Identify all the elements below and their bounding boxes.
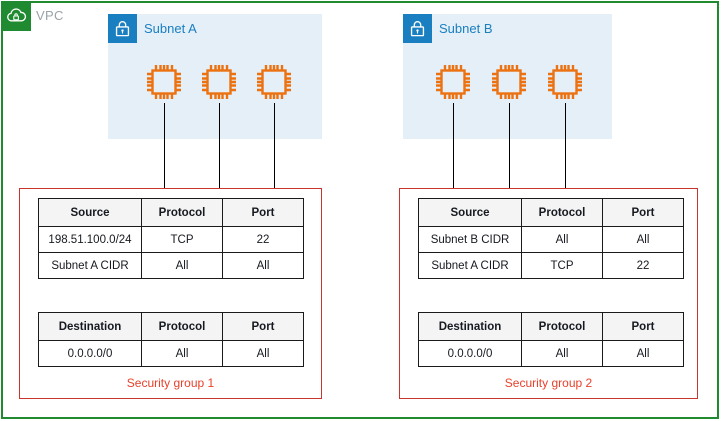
cell-destination: 0.0.0.0/0 bbox=[38, 340, 142, 367]
cell-port: All bbox=[602, 226, 684, 253]
sg1-inbound-table: Source Protocol Port 198.51.100.0/24 TCP… bbox=[38, 198, 304, 279]
cell-port: All bbox=[222, 340, 304, 367]
table-row: Subnet A CIDR TCP 22 bbox=[418, 252, 684, 279]
table-row: 0.0.0.0/0 All All bbox=[38, 340, 304, 367]
column-header-destination: Destination bbox=[38, 312, 142, 341]
security-group-1-box: Security group 1 bbox=[19, 188, 322, 399]
cell-protocol: All bbox=[521, 226, 603, 253]
sg1-outbound-table: Destination Protocol Port 0.0.0.0/0 All … bbox=[38, 312, 304, 367]
column-header-port: Port bbox=[602, 198, 684, 227]
column-header-port: Port bbox=[602, 312, 684, 341]
column-header-protocol: Protocol bbox=[521, 312, 603, 341]
security-group-2-caption: Security group 2 bbox=[504, 376, 593, 390]
cell-port: All bbox=[602, 340, 684, 367]
column-header-port: Port bbox=[222, 312, 304, 341]
cloud-lock-icon bbox=[1, 1, 31, 31]
column-header-protocol: Protocol bbox=[141, 312, 223, 341]
chip-icon bbox=[144, 62, 184, 106]
subnet-a-title: Subnet A bbox=[144, 21, 197, 36]
cell-source: Subnet A CIDR bbox=[38, 252, 142, 279]
table-header-row: Source Protocol Port bbox=[38, 198, 304, 227]
chip-icon bbox=[545, 62, 585, 106]
cell-protocol: All bbox=[141, 252, 223, 279]
security-group-1-caption: Security group 1 bbox=[126, 376, 215, 390]
table-row: Subnet A CIDR All All bbox=[38, 252, 304, 279]
connector-line bbox=[274, 103, 275, 189]
cell-protocol: TCP bbox=[521, 252, 603, 279]
vpc-label: VPC bbox=[36, 8, 64, 23]
column-header-destination: Destination bbox=[418, 312, 522, 341]
padlock-icon bbox=[403, 14, 432, 43]
cell-protocol: TCP bbox=[141, 226, 223, 253]
security-group-2-box: Security group 2 bbox=[399, 188, 698, 399]
cell-port: 22 bbox=[602, 252, 684, 279]
table-row: Subnet B CIDR All All bbox=[418, 226, 684, 253]
cell-source: Subnet B CIDR bbox=[418, 226, 522, 253]
sg2-inbound-table: Source Protocol Port Subnet B CIDR All A… bbox=[418, 198, 684, 279]
cell-destination: 0.0.0.0/0 bbox=[418, 340, 522, 367]
cell-protocol: All bbox=[141, 340, 223, 367]
column-header-port: Port bbox=[222, 198, 304, 227]
connector-line bbox=[453, 103, 454, 189]
column-header-protocol: Protocol bbox=[141, 198, 223, 227]
column-header-protocol: Protocol bbox=[521, 198, 603, 227]
chip-icon bbox=[254, 62, 294, 106]
table-header-row: Destination Protocol Port bbox=[38, 312, 304, 341]
connector-line bbox=[164, 103, 165, 189]
chip-icon bbox=[489, 62, 529, 106]
padlock-icon bbox=[108, 14, 137, 43]
connector-line bbox=[509, 103, 510, 189]
column-header-source: Source bbox=[38, 198, 142, 227]
cell-port: All bbox=[222, 252, 304, 279]
cell-source: 198.51.100.0/24 bbox=[38, 226, 142, 253]
chip-icon bbox=[199, 62, 239, 106]
chip-icon bbox=[433, 62, 473, 106]
column-header-source: Source bbox=[418, 198, 522, 227]
table-row: 0.0.0.0/0 All All bbox=[418, 340, 684, 367]
cell-source: Subnet A CIDR bbox=[418, 252, 522, 279]
connector-line bbox=[565, 103, 566, 189]
subnet-b-title: Subnet B bbox=[439, 21, 493, 36]
table-header-row: Source Protocol Port bbox=[418, 198, 684, 227]
table-header-row: Destination Protocol Port bbox=[418, 312, 684, 341]
table-row: 198.51.100.0/24 TCP 22 bbox=[38, 226, 304, 253]
cell-port: 22 bbox=[222, 226, 304, 253]
connector-line bbox=[219, 103, 220, 189]
cell-protocol: All bbox=[521, 340, 603, 367]
sg2-outbound-table: Destination Protocol Port 0.0.0.0/0 All … bbox=[418, 312, 684, 367]
